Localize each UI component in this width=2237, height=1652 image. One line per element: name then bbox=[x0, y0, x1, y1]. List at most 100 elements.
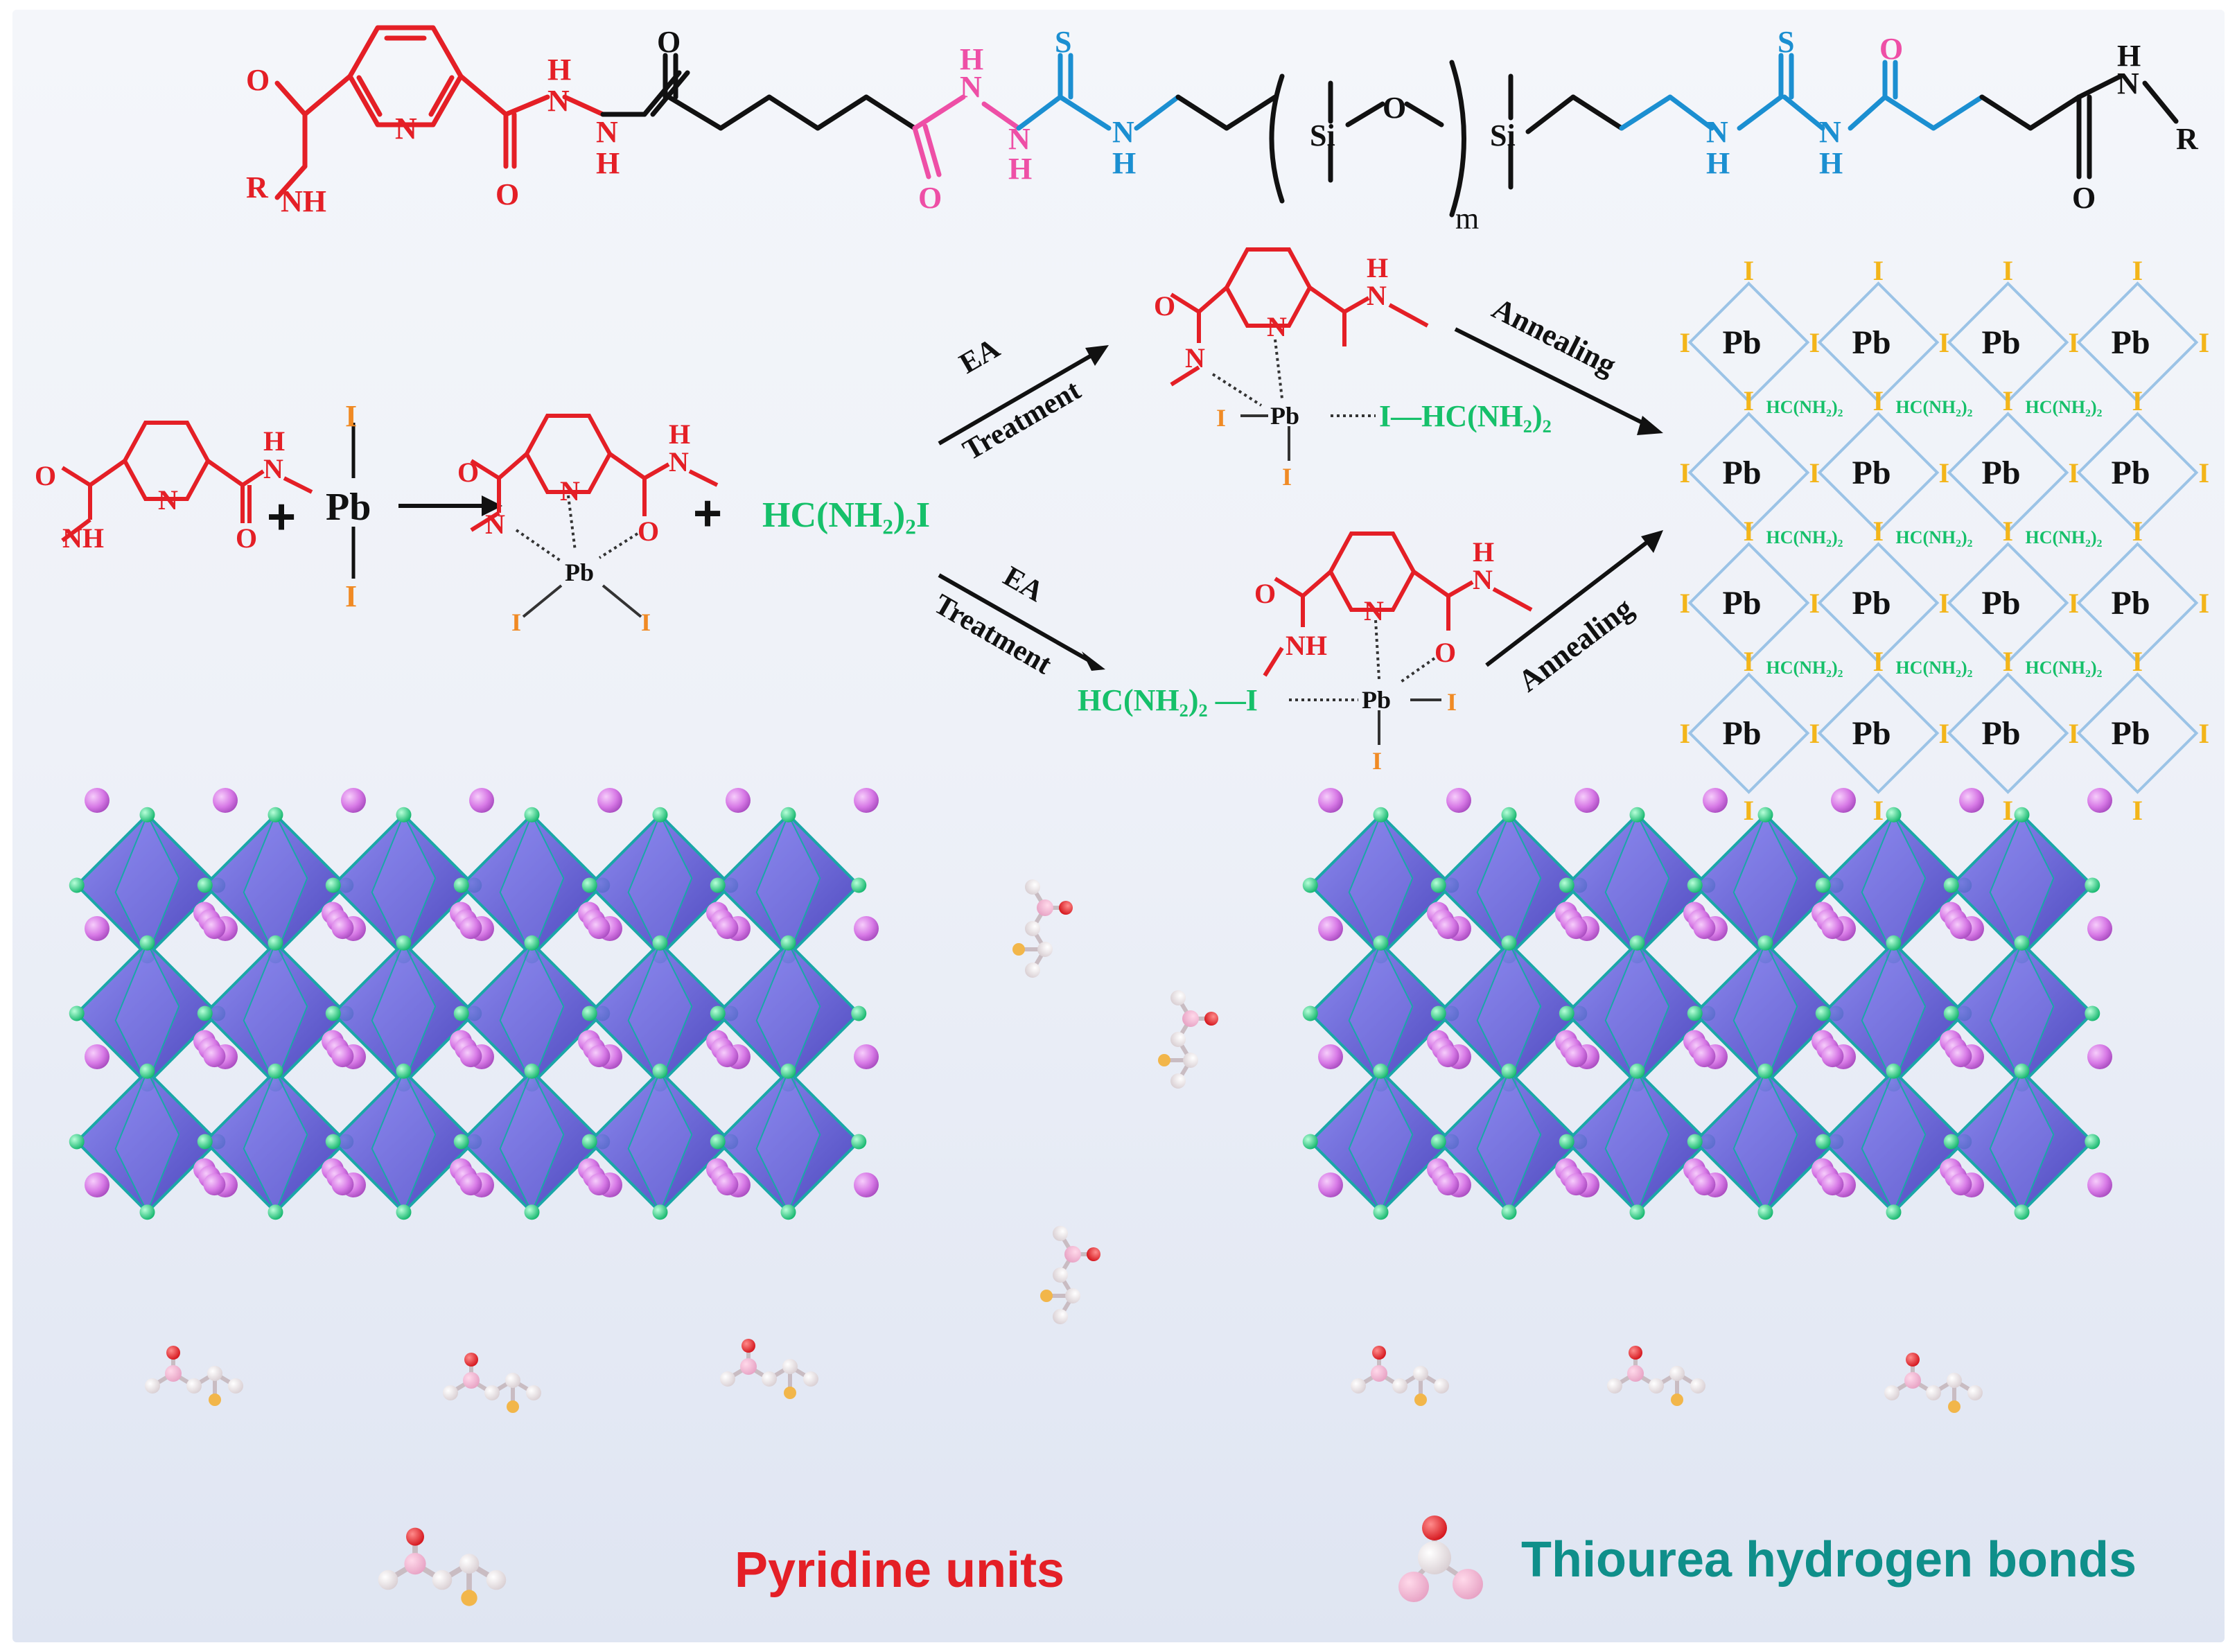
iodide-node bbox=[581, 1005, 597, 1021]
polymer-alkyl-segment bbox=[600, 53, 918, 131]
iodide-node bbox=[780, 1063, 796, 1079]
legend-pyridine-units: Pyridine units bbox=[735, 1543, 1064, 1598]
label-R-right: R bbox=[2176, 122, 2199, 156]
lattice-fa-label: HC(NH₂)₂ bbox=[1766, 397, 1843, 417]
intermediate-bottom-I-right: I bbox=[1447, 688, 1457, 716]
lattice-fa-label: HC(NH₂)₂ bbox=[2026, 527, 2103, 547]
lattice-pb-label: Pb bbox=[1852, 715, 1891, 752]
molecule-bottom-4 bbox=[1351, 1346, 1449, 1406]
lattice-i-label: I bbox=[1744, 385, 1755, 416]
intermediate-bottom-structure bbox=[1263, 531, 1533, 677]
iodide-node bbox=[1687, 1134, 1703, 1150]
iodide-node bbox=[1815, 1134, 1831, 1150]
lattice-octahedron-outline bbox=[1817, 672, 1940, 794]
iodide-node bbox=[325, 1005, 341, 1021]
complex-I1: I bbox=[511, 608, 521, 636]
cation-sphere bbox=[588, 1173, 611, 1196]
iodide-node bbox=[524, 807, 540, 823]
intermediate-bottom-NH-H: H bbox=[1473, 536, 1494, 568]
cation-sphere bbox=[1949, 917, 1972, 940]
intermediate-bottom-NH: NH bbox=[1286, 630, 1327, 661]
intermediate-top-structure bbox=[1170, 247, 1429, 387]
molecule-center-1 bbox=[1012, 879, 1073, 978]
iodide-node bbox=[1886, 1063, 1902, 1079]
lattice-octahedron-outline bbox=[2076, 281, 2199, 403]
lattice-i-label: I bbox=[2132, 516, 2143, 547]
cation-sphere bbox=[726, 788, 751, 813]
lattice-i-label: I bbox=[2199, 588, 2210, 619]
iodide-node bbox=[780, 1204, 796, 1220]
label-O-pink2: O bbox=[1879, 32, 1903, 66]
iodide-node bbox=[710, 877, 726, 893]
cation-sphere bbox=[203, 1045, 226, 1068]
pb-complex-coordination bbox=[515, 495, 639, 563]
iodide-node bbox=[267, 807, 283, 823]
cation-sphere bbox=[854, 788, 879, 813]
iodide-node bbox=[325, 877, 341, 893]
iodide-node bbox=[2014, 807, 2030, 823]
cation-sphere bbox=[2087, 1044, 2112, 1069]
lattice-i-label: I bbox=[1680, 588, 1691, 619]
lattice-octahedron-outline bbox=[1687, 542, 1810, 664]
lattice-i-label: I bbox=[1680, 327, 1691, 358]
lattice-fa-label: HC(NH₂)₂ bbox=[1896, 527, 1973, 547]
intermediate-bottom-O2: O bbox=[1435, 637, 1456, 668]
lattice-i-label: I bbox=[1873, 385, 1884, 416]
cation-sphere bbox=[854, 916, 879, 941]
cation-sphere bbox=[213, 788, 238, 813]
lattice-octahedron-outline bbox=[1947, 672, 2069, 794]
molecule-center-3 bbox=[1040, 1226, 1100, 1324]
iodide-node bbox=[69, 1134, 85, 1150]
iodide-node bbox=[267, 1063, 283, 1079]
label-N-pyridine: N bbox=[395, 112, 417, 146]
iodide-node bbox=[524, 935, 540, 951]
lattice-i-label: I bbox=[1809, 588, 1821, 619]
lattice-i-label: I bbox=[1809, 457, 1821, 489]
cation-sphere bbox=[1693, 917, 1716, 940]
lattice-i-label: I bbox=[2003, 516, 2014, 547]
cation-sphere bbox=[1574, 788, 1599, 813]
label-annealing-bottom: Annealing bbox=[1512, 591, 1640, 698]
cation-sphere bbox=[1821, 917, 1844, 940]
cation-sphere bbox=[203, 917, 226, 940]
cation-sphere bbox=[459, 917, 482, 940]
cation-sphere bbox=[459, 1045, 482, 1068]
intermediate-top-N-py: N bbox=[1267, 311, 1287, 342]
intermediate-bottom-Pb: Pb bbox=[1362, 686, 1391, 714]
iodide-node bbox=[139, 935, 155, 951]
pbi2-I-top: I bbox=[345, 399, 357, 433]
lattice-fa-label: HC(NH₂)₂ bbox=[2026, 397, 2103, 417]
polymer-right-end bbox=[1979, 73, 2179, 179]
polymer-pink-segment bbox=[912, 94, 1021, 179]
iodide-node bbox=[2085, 1134, 2100, 1150]
lattice-pb-label: Pb bbox=[2112, 455, 2150, 491]
cation-sphere bbox=[85, 1044, 109, 1069]
lattice-i-label: I bbox=[1873, 795, 1884, 826]
iodide-node bbox=[710, 1134, 726, 1150]
ligand-NH-right-H: H bbox=[263, 425, 285, 457]
lattice-pb-label: Pb bbox=[1723, 324, 1762, 361]
lattice-i-label: I bbox=[1744, 646, 1755, 677]
complex-NH-H: H bbox=[669, 419, 690, 450]
cation-sphere bbox=[716, 1045, 739, 1068]
cation-sphere bbox=[1565, 1045, 1588, 1068]
iodide-node bbox=[1373, 935, 1389, 951]
complex-I2: I bbox=[641, 608, 651, 636]
molecule-bottom-6 bbox=[1884, 1353, 1983, 1413]
label-Si1: Si bbox=[1310, 118, 1335, 152]
lattice-pb-label: Pb bbox=[1723, 715, 1762, 752]
cation-sphere bbox=[1959, 788, 1984, 813]
molecule-bottom-1 bbox=[145, 1346, 243, 1406]
label-O-amide: O bbox=[657, 25, 681, 59]
lattice-octahedron-outline bbox=[1947, 281, 2069, 403]
intermediate-bottom-I-bottom: I bbox=[1372, 747, 1382, 775]
iodide-node bbox=[1943, 877, 1959, 893]
legend-thiourea-model bbox=[1398, 1515, 1483, 1602]
background-panel bbox=[12, 10, 2225, 1642]
iodide-node bbox=[851, 877, 867, 893]
cation-sphere bbox=[1949, 1045, 1972, 1068]
complex-N-amide: N bbox=[485, 509, 505, 540]
ligand-O2: O bbox=[236, 522, 257, 554]
plus-sign-1: + bbox=[267, 489, 296, 545]
